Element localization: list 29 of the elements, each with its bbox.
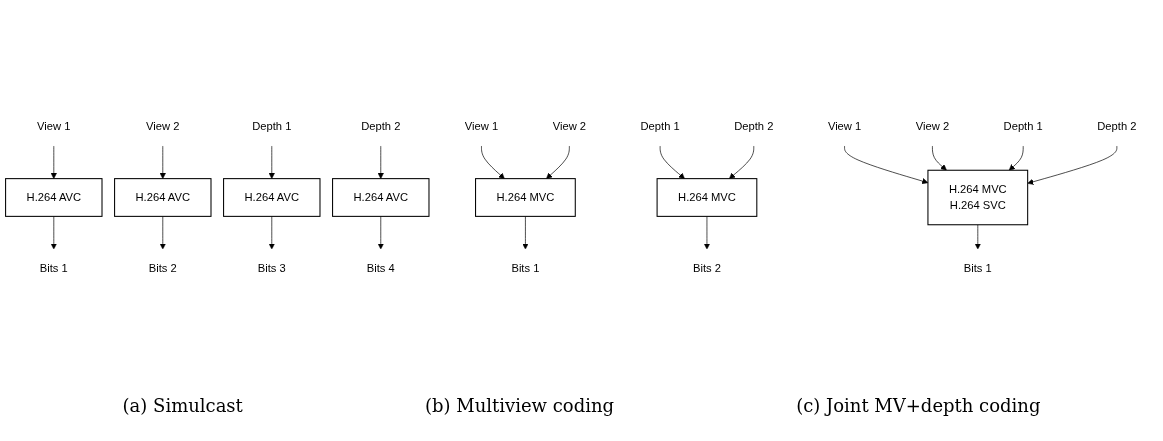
node-text: Depth 2 xyxy=(1097,120,1137,133)
node-text: Bits 1 xyxy=(511,261,540,274)
node-box: H.264 AVC xyxy=(5,178,103,217)
node-text: Depth 1 xyxy=(252,120,292,133)
node-text: Bits 2 xyxy=(692,261,721,274)
node-text: Depth 2 xyxy=(361,120,401,133)
node-box: H.264 AVC xyxy=(223,178,321,217)
panel-caption: (c) Joint MV+depth coding xyxy=(796,395,1041,416)
node-text: View 1 xyxy=(37,120,71,133)
node-text: Bits 3 xyxy=(257,261,286,274)
node-text: Bits 4 xyxy=(366,261,395,274)
panel-caption: (a) Simulcast xyxy=(122,395,243,416)
node-box: H.264 MVC xyxy=(656,178,758,217)
node-box: H.264 MVC xyxy=(475,178,576,217)
node-text: View 1 xyxy=(464,120,499,133)
node-text: Depth 1 xyxy=(640,120,680,133)
node-box: H.264 AVC xyxy=(332,178,430,217)
node-box: H.264 AVC xyxy=(114,178,212,217)
node-text: View 2 xyxy=(915,120,950,133)
node-text: View 1 xyxy=(827,120,862,133)
node-text: Bits 2 xyxy=(148,261,177,274)
node-box: H.264 MVC H.264 SVC xyxy=(927,169,1029,226)
node-text: View 2 xyxy=(146,120,180,133)
node-text: View 2 xyxy=(552,120,587,133)
node-text: Depth 1 xyxy=(1003,120,1043,133)
panel-caption: (b) Multiview coding xyxy=(424,395,615,416)
node-text: Bits 1 xyxy=(963,261,992,274)
node-text: Bits 1 xyxy=(39,261,68,274)
node-text: Depth 2 xyxy=(734,120,774,133)
